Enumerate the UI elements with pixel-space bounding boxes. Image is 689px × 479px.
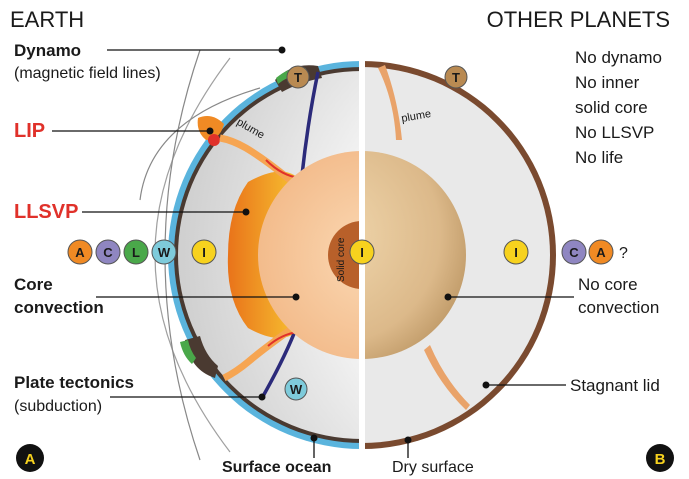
surface-ocean-label: Surface ocean xyxy=(222,459,331,476)
stagnant-lid-leader-dot xyxy=(483,382,490,389)
badge-c-right-text: C xyxy=(569,245,579,260)
badge-t-left-text: T xyxy=(294,70,302,85)
badge-t-right-text: T xyxy=(452,70,460,85)
badge-w-text: W xyxy=(158,245,171,260)
badge-i-right-text: I xyxy=(514,245,518,260)
badge-i-center: I xyxy=(350,240,374,264)
dynamo-label: Dynamo xyxy=(14,41,81,60)
dynamo-leader-dot xyxy=(279,47,286,54)
badge-i-right: I xyxy=(504,240,528,264)
core-convection-leader-dot xyxy=(293,294,300,301)
badge-c-text: C xyxy=(103,245,113,260)
badge-c-right: C xyxy=(562,240,586,264)
no-core-convection-label-2: convection xyxy=(578,298,659,317)
llsvp-leader-dot xyxy=(243,209,250,216)
feature-list: No dynamo No inner solid core No LLSVP N… xyxy=(575,48,662,167)
badge-a-text: A xyxy=(75,245,85,260)
feature-item: solid core xyxy=(575,98,648,117)
badge-i-center-text: I xyxy=(360,245,364,260)
no-core-convection-label-1: No core xyxy=(578,275,638,294)
other-planets-heading: OTHER PLANETS xyxy=(487,7,670,32)
badge-question-mark: ? xyxy=(619,245,628,262)
core-convection-label-2: convection xyxy=(14,298,104,317)
feature-item: No LLSVP xyxy=(575,123,654,142)
plate-tectonics-label: Plate tectonics xyxy=(14,373,134,392)
stagnant-lid-label: Stagnant lid xyxy=(570,376,660,395)
feature-item: No inner xyxy=(575,73,640,92)
earth-heading: EARTH xyxy=(10,7,84,32)
panel-badge-a-text: A xyxy=(25,451,36,468)
plate-tectonics-sublabel: (subduction) xyxy=(14,398,102,415)
panel-badge-b-text: B xyxy=(655,451,666,468)
panel-badge-a: A xyxy=(16,444,44,472)
badge-w: W xyxy=(152,240,176,264)
feature-item: No dynamo xyxy=(575,48,662,67)
badge-t-left: T xyxy=(287,66,309,88)
dynamo-sublabel: (magnetic field lines) xyxy=(14,65,161,82)
badge-w-slab-text: W xyxy=(290,382,303,397)
badge-l-text: L xyxy=(132,245,140,260)
lip-red-spot xyxy=(208,134,220,146)
plate-tectonics-leader-dot xyxy=(259,394,266,401)
solid-core-label: Solid core xyxy=(336,237,347,282)
badge-i: I xyxy=(192,240,216,264)
badge-l: L xyxy=(124,240,148,264)
no-core-convection-leader-dot xyxy=(445,294,452,301)
badge-c: C xyxy=(96,240,120,264)
badge-t-right: T xyxy=(445,66,467,88)
badge-w-slab: W xyxy=(285,378,307,400)
dry-surface-leader-dot xyxy=(405,437,412,444)
dry-surface-label: Dry surface xyxy=(392,459,474,476)
panel-badge-b: B xyxy=(646,444,674,472)
feature-item: No life xyxy=(575,148,623,167)
badge-i-text: I xyxy=(202,245,206,260)
badge-a: A xyxy=(68,240,92,264)
badge-a-right-text: A xyxy=(596,245,606,260)
lip-leader-dot xyxy=(207,128,214,135)
badge-a-right: A xyxy=(589,240,613,264)
surface-ocean-leader-dot xyxy=(311,435,318,442)
llsvp-label: LLSVP xyxy=(14,201,78,223)
core-convection-label-1: Core xyxy=(14,275,53,294)
lip-label: LIP xyxy=(14,120,45,142)
